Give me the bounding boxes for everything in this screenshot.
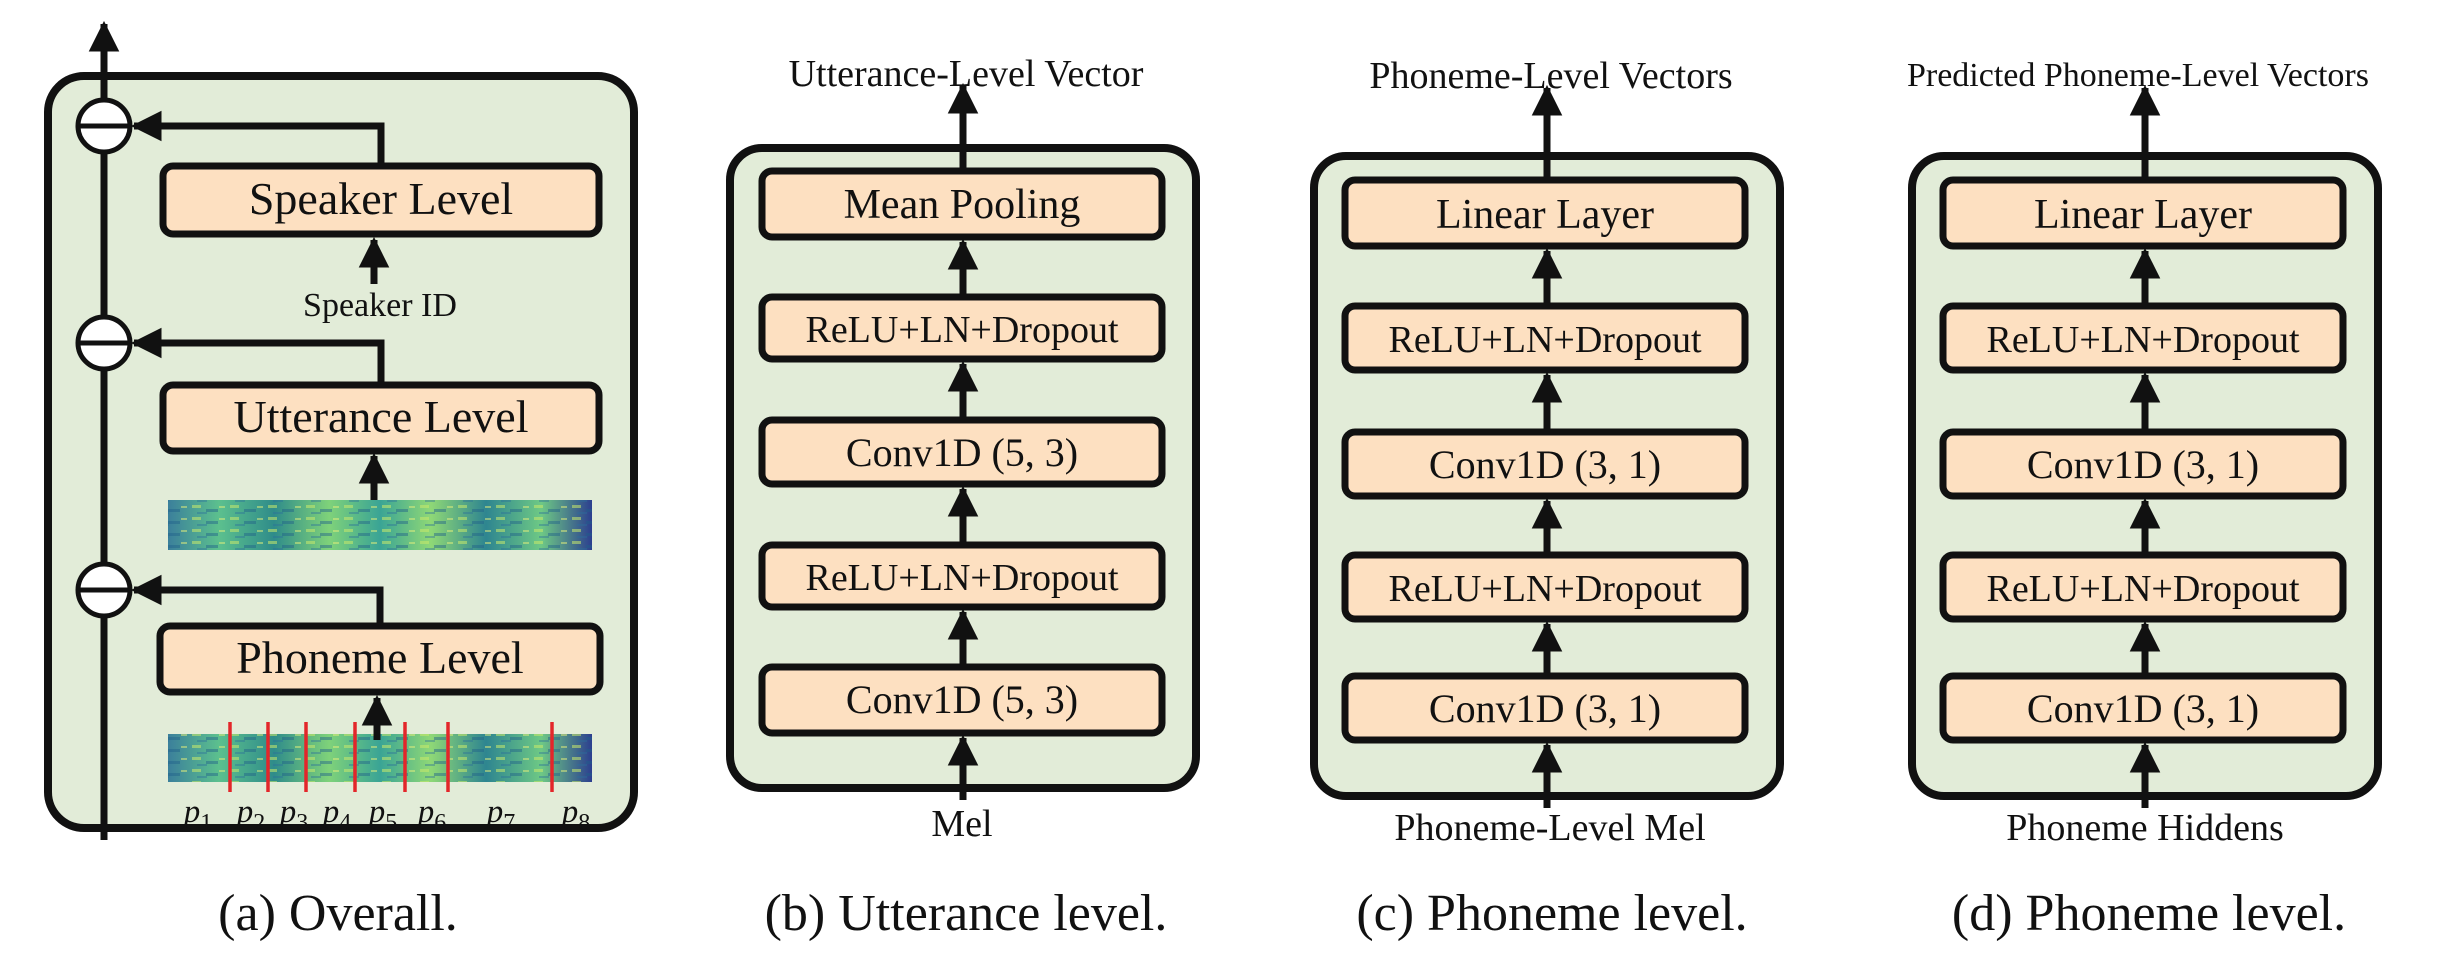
speaker-id-label: Speaker ID	[303, 287, 457, 324]
panel-d-block-2	[1939, 302, 2347, 374]
panel-b-input-label: Mel	[931, 803, 992, 845]
phoneme-level-to-add-arrow	[130, 574, 384, 626]
phoneme-marker-p4: p4	[321, 794, 352, 836]
phoneme-marker-p3: p3	[278, 794, 309, 836]
caption-c: (c) Phoneme level.	[1356, 885, 1747, 942]
phoneme-marker-p1: p1	[182, 794, 213, 836]
panel-c-block-1	[1341, 176, 1749, 250]
panel-b-block-2	[758, 293, 1166, 363]
panel-c-output-label: Phoneme-Level Vectors	[1369, 55, 1732, 97]
panel-c-block-4	[1341, 551, 1749, 623]
phoneme-marker-p7: p7	[485, 794, 516, 836]
phoneme-marker-p2: p2	[235, 794, 266, 836]
add-node-middle	[75, 314, 133, 372]
panel-c-input-label: Phoneme-Level Mel	[1394, 807, 1705, 849]
panel-c-block-4-label: ReLU+LN+Dropout	[1388, 568, 1701, 610]
speaker-level-label: Speaker Level	[249, 173, 513, 224]
phoneme-level-label: Phoneme Level	[236, 632, 523, 683]
panel-c-block-5	[1341, 672, 1749, 744]
panel-d-block-3-label: Conv1D (3, 1)	[2027, 442, 2259, 487]
caption-b: (b) Utterance level.	[765, 885, 1168, 942]
panel-d-output-label: Predicted Phoneme-Level Vectors	[1907, 57, 2369, 94]
phoneme-marker-p6: p6	[416, 794, 447, 836]
panel-c-block-1-label: Linear Layer	[1436, 192, 1654, 238]
panel-d-block-4	[1939, 551, 2347, 623]
panel-b-block-1	[758, 167, 1166, 241]
phoneme-mel-spectrogram	[168, 734, 592, 782]
panel-b-block-3	[758, 416, 1166, 488]
panel-d-block-5	[1939, 672, 2347, 744]
panel-c-block-3-label: Conv1D (3, 1)	[1429, 442, 1661, 487]
phoneme-marker-p8: p8	[560, 794, 591, 836]
panel-b-block-5-label: Conv1D (5, 3)	[846, 677, 1078, 722]
panel-c-block-2-label: ReLU+LN+Dropout	[1388, 319, 1701, 361]
speaker-level-to-add-arrow	[130, 110, 385, 166]
panel-b-block-5	[758, 663, 1166, 737]
utterance-level-label: Utterance Level	[234, 391, 529, 442]
panel-c-block-3	[1341, 428, 1749, 500]
panel-d-phoneme-level: Predicted Phoneme-Level Vectors Linear L…	[1907, 57, 2382, 942]
panel-b-utterance-level: Utterance-Level Vector Mean Pooling ReLU…	[726, 53, 1200, 942]
caption-a: (a) Overall.	[218, 885, 458, 942]
add-node-bottom	[75, 561, 133, 619]
panel-c-block-2	[1341, 302, 1749, 374]
panel-b-block-1-label: Mean Pooling	[844, 182, 1081, 228]
panel-d-block-4-label: ReLU+LN+Dropout	[1986, 568, 2299, 610]
panel-b-block-2-label: ReLU+LN+Dropout	[805, 309, 1118, 351]
panel-b-block-3-label: Conv1D (5, 3)	[846, 430, 1078, 475]
panel-a-overall: Speaker Level Speaker ID Utterance Level…	[44, 20, 638, 942]
phoneme-marker-p5: p5	[367, 794, 398, 836]
phoneme-boundaries	[228, 722, 554, 792]
panel-d-block-2-label: ReLU+LN+Dropout	[1986, 319, 2299, 361]
panel-b-block-4-label: ReLU+LN+Dropout	[805, 557, 1118, 599]
panel-d-block-5-label: Conv1D (3, 1)	[2027, 686, 2259, 731]
panel-c-block-5-label: Conv1D (3, 1)	[1429, 686, 1661, 731]
utterance-level-to-add-arrow	[130, 327, 385, 385]
panel-d-block-3	[1939, 428, 2347, 500]
caption-d: (d) Phoneme level.	[1952, 885, 2346, 942]
panel-d-input-label: Phoneme Hiddens	[2006, 807, 2284, 849]
panel-d-block-1-label: Linear Layer	[2034, 192, 2252, 238]
panel-d-block-1	[1939, 176, 2347, 250]
panel-b-block-4	[758, 541, 1166, 611]
panel-c-phoneme-level: Phoneme-Level Vectors Linear Layer ReLU+…	[1310, 55, 1784, 942]
utterance-mel-spectrogram	[168, 500, 592, 550]
phoneme-markers: p1 p2 p3 p4 p5 p6 p7 p8	[182, 794, 591, 836]
add-node-top	[75, 97, 133, 155]
